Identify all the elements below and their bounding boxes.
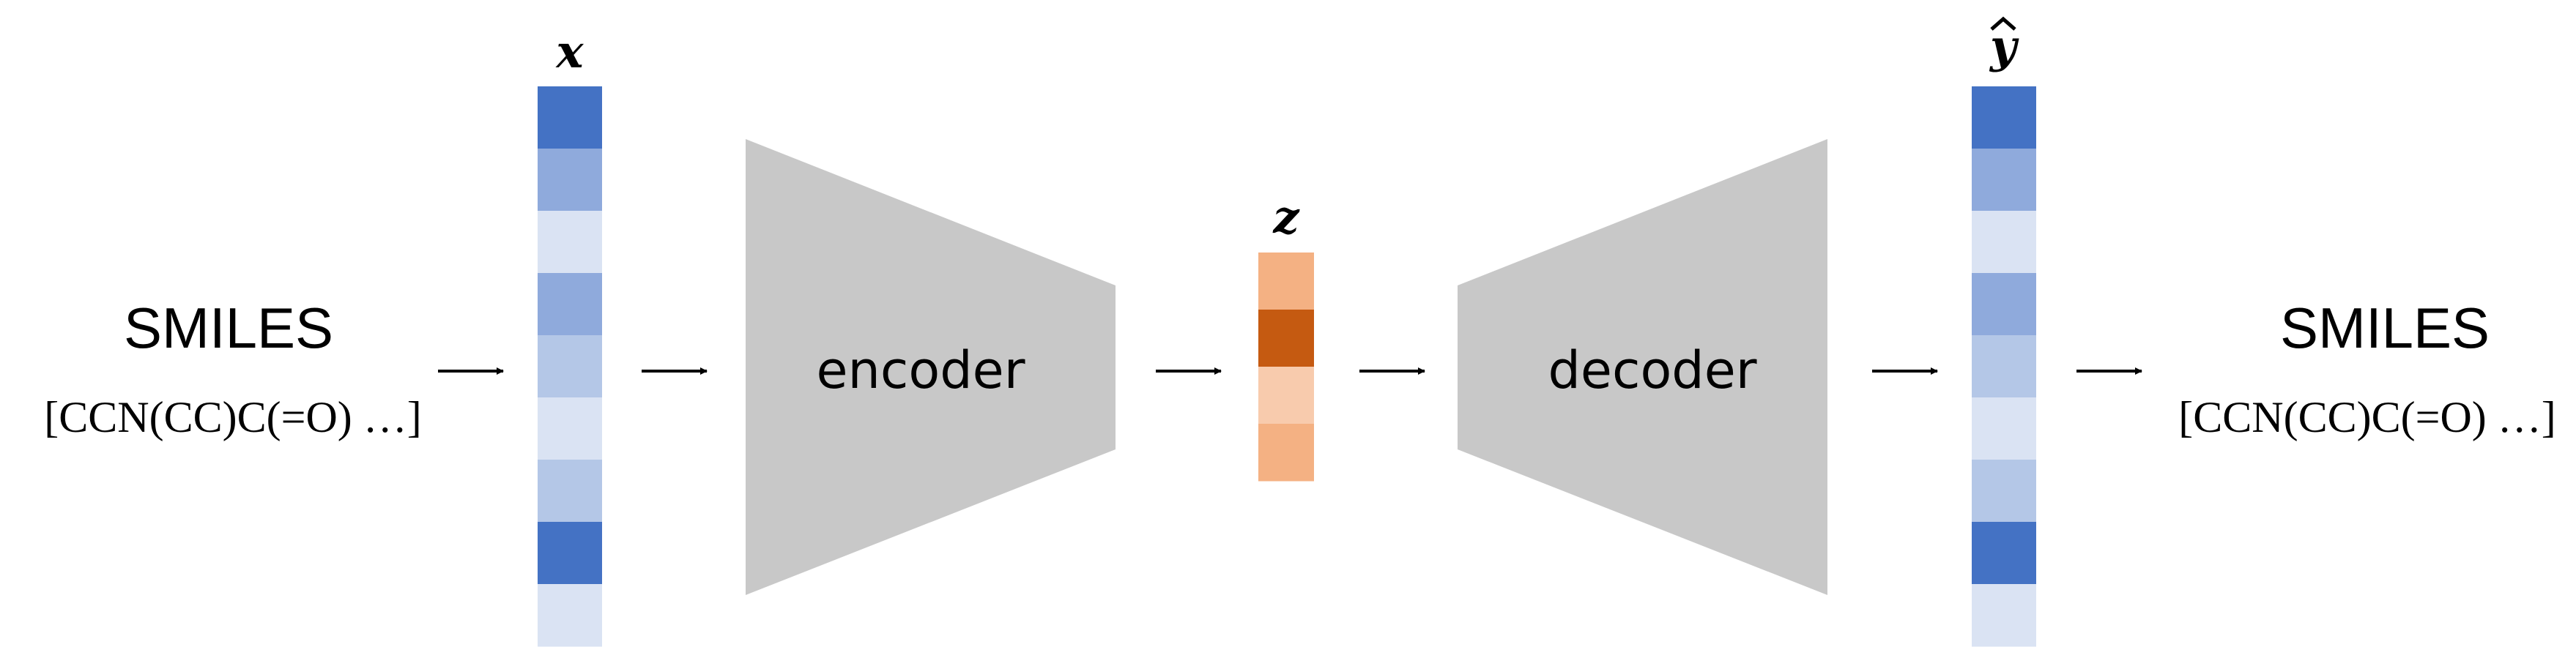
- hat-accent: [1990, 16, 2016, 31]
- x-vector: [538, 86, 602, 647]
- y-hat-vector: [1972, 86, 2036, 647]
- y-hat-cell-6: [1972, 397, 2036, 460]
- encoder-block: [746, 139, 1116, 595]
- x-cell-9: [538, 584, 602, 647]
- x-cell-1: [538, 86, 602, 149]
- z-label: z: [1272, 190, 1300, 244]
- decoder-block: [1458, 139, 1827, 595]
- y-hat-cell-5: [1972, 335, 2036, 398]
- x-cell-8: [538, 522, 602, 585]
- input-smiles-title: SMILES: [124, 296, 333, 360]
- y-hat-cell-4: [1972, 273, 2036, 336]
- z-vector: [1258, 253, 1314, 482]
- output-smiles-title: SMILES: [2280, 296, 2490, 360]
- z-cell-4: [1258, 424, 1314, 482]
- decoder-label: decoder: [1548, 340, 1756, 400]
- encoder-label: encoder: [816, 340, 1025, 400]
- y-hat-label: y: [1989, 16, 2019, 73]
- x-cell-5: [538, 335, 602, 398]
- input-smiles-sequence: [CCN(CC)C(=O) …]: [44, 393, 421, 441]
- y-hat-cell-7: [1972, 460, 2036, 523]
- z-cell-2: [1258, 310, 1314, 367]
- y-hat-cell-8: [1972, 522, 2036, 585]
- x-cell-7: [538, 460, 602, 523]
- x-cell-4: [538, 273, 602, 336]
- y-hat-cell-3: [1972, 211, 2036, 274]
- x-cell-6: [538, 397, 602, 460]
- z-cell-1: [1258, 253, 1314, 310]
- x-label: x: [555, 25, 584, 78]
- y-hat-cell-2: [1972, 149, 2036, 212]
- y-hat-cell-9: [1972, 584, 2036, 647]
- output-smiles-sequence: [CCN(CC)C(=O) …]: [2178, 393, 2555, 441]
- x-cell-3: [538, 211, 602, 274]
- x-cell-2: [538, 149, 602, 212]
- y-hat-cell-1: [1972, 86, 2036, 149]
- z-cell-3: [1258, 367, 1314, 425]
